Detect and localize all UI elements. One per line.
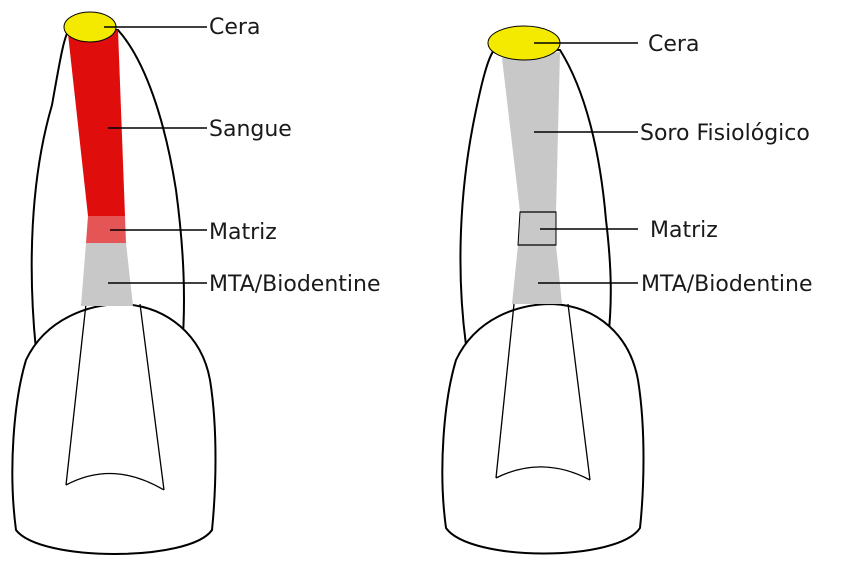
right-soro-label: Soro Fisiológico [640,121,810,146]
right-mta-label: MTA/Biodentine [641,272,813,297]
left-tooth: Cera Sangue Matriz MTA/Biodentine [12,12,380,554]
left-mta-label: MTA/Biodentine [209,272,381,297]
left-crown-outline [12,304,215,554]
right-cera-label: Cera [648,32,699,57]
left-cera-label: Cera [209,15,260,40]
left-sangue-label: Sangue [209,117,292,142]
right-crown-outline [442,304,643,554]
left-matriz-label: Matriz [209,220,277,245]
left-mta-fill [81,243,133,306]
right-matriz-label: Matriz [650,218,718,243]
right-tooth: Cera Soro Fisiológico Matriz MTA/Biodent… [442,26,812,554]
right-mta-fill [512,245,562,304]
